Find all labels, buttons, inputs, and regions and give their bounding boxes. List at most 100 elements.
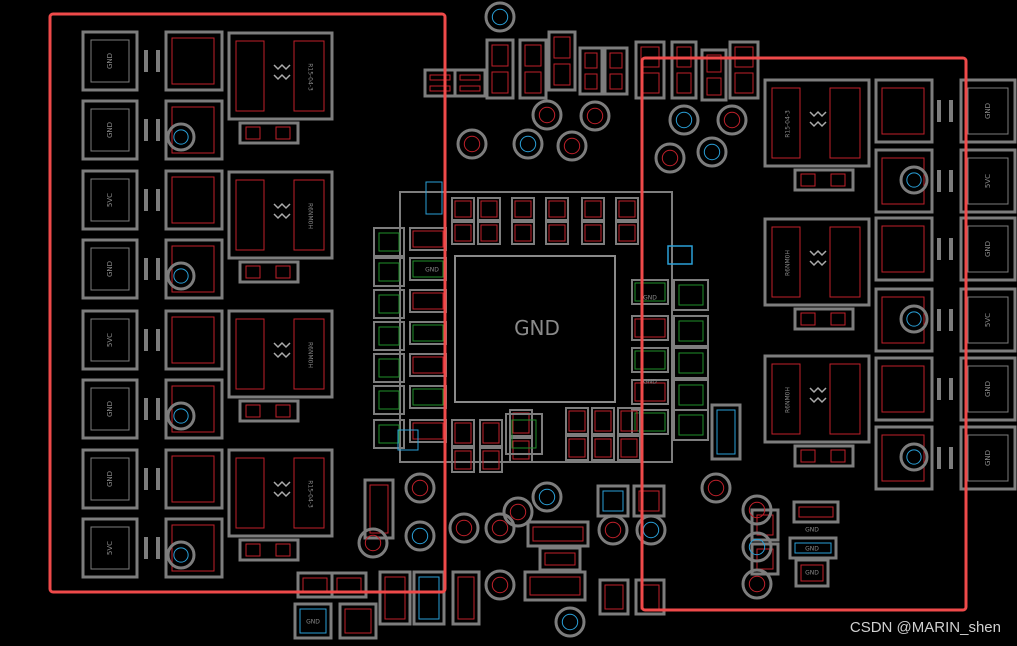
mosfet-pad [874,287,934,353]
cap-pad [245,543,261,557]
cap-outline [793,168,855,192]
small-gnd-label: GND [805,527,819,534]
pin [937,378,941,400]
smd-pad [584,200,602,218]
pin [949,238,953,260]
cap-outline [373,353,405,383]
via-hole [491,576,509,594]
copper-pad [171,524,215,572]
smd-outline [617,435,641,461]
smd-pad [634,412,666,432]
small-gnd-label: GND [425,267,439,274]
via-hole [364,534,382,552]
passive-outline [523,570,587,602]
passive-pad [491,71,509,94]
passive-outline [634,578,666,616]
smd-pad [454,450,472,470]
smd-pad [512,440,530,460]
inductor-label: R6NM0H [785,250,792,276]
pin [949,309,953,331]
center-component-group: GND GND GND [373,181,709,473]
smd-pad [412,324,444,342]
smd-outline [451,221,475,245]
inductor-pad [771,87,801,159]
passive-pad [756,548,774,570]
copper-pad [171,245,215,293]
phase-pad-label: 5VC [984,174,992,188]
via-ring [531,99,563,131]
smd-pad [620,438,638,458]
inductor-outline [763,78,871,168]
inductor-outline [227,31,334,121]
inductor-pad [829,363,861,435]
passive-pad [798,506,834,518]
copper-pad [171,455,215,503]
passive-outline [710,403,742,461]
cap-outline [673,315,709,347]
blue-pad [425,181,443,215]
via-ring [448,512,480,544]
mosfet-pad [164,30,224,92]
inductor-symbol [273,202,291,220]
pin [156,398,160,420]
via-hole [173,408,189,424]
passive-outline [728,40,760,100]
via-hole [563,137,581,155]
via-hole [586,107,604,125]
passive-outline [794,558,830,588]
mosfet-pad [959,356,1017,422]
passive-outline [453,68,487,98]
inductor-symbol [809,386,827,404]
smd-pad [412,356,444,374]
cap-pad [275,126,291,140]
smd-outline [617,407,641,435]
via-hole [173,129,189,145]
smd-pad [548,224,566,242]
mosfet-pad [81,309,139,371]
green-pad [378,358,400,378]
pin [937,170,941,192]
gnd-pad [454,255,616,403]
smd-pad [618,224,636,242]
mosfet-pad [164,309,224,371]
passive-pad [418,576,440,620]
via-ring [166,401,196,431]
mosfet-pad [874,78,934,144]
smd-pad [594,438,612,458]
passive-pad [459,74,481,81]
smd-pad [480,200,498,218]
via-ring [716,104,748,136]
passive-pad [429,74,451,81]
passive-pad [457,576,475,620]
smd-pad [412,422,444,440]
inductor-label: R15-04-3 [785,110,792,138]
mosfet-pad [81,169,139,231]
phase-pad-label: GND [984,241,992,257]
small-gnd-label: GND [306,619,320,626]
via-hole [661,149,679,167]
via-hole [411,527,429,545]
green-pad [378,232,400,252]
smd-outline [631,315,669,341]
passive-outline [518,38,548,100]
cap-pad [830,449,846,463]
passive-pad [706,54,722,73]
passive-outline [670,40,698,100]
passive-pad [524,71,542,94]
mosfet-pad [874,356,934,422]
phase-pad-label: 5VC [984,313,992,327]
small-gnd-label: GND [643,295,657,302]
pin [949,170,953,192]
smd-outline [511,197,535,221]
copper-pad [881,225,925,273]
mosfet-pad [874,148,934,214]
smd-outline [477,221,501,245]
smd-pad [634,382,666,402]
via-ring [404,472,436,504]
small-gnd-label: GND [643,379,657,386]
inductor-label: R6NM0H [307,203,314,229]
mosfet-pad [164,169,224,231]
inductor-symbol [809,249,827,267]
phase-pad-label: GND [984,103,992,119]
